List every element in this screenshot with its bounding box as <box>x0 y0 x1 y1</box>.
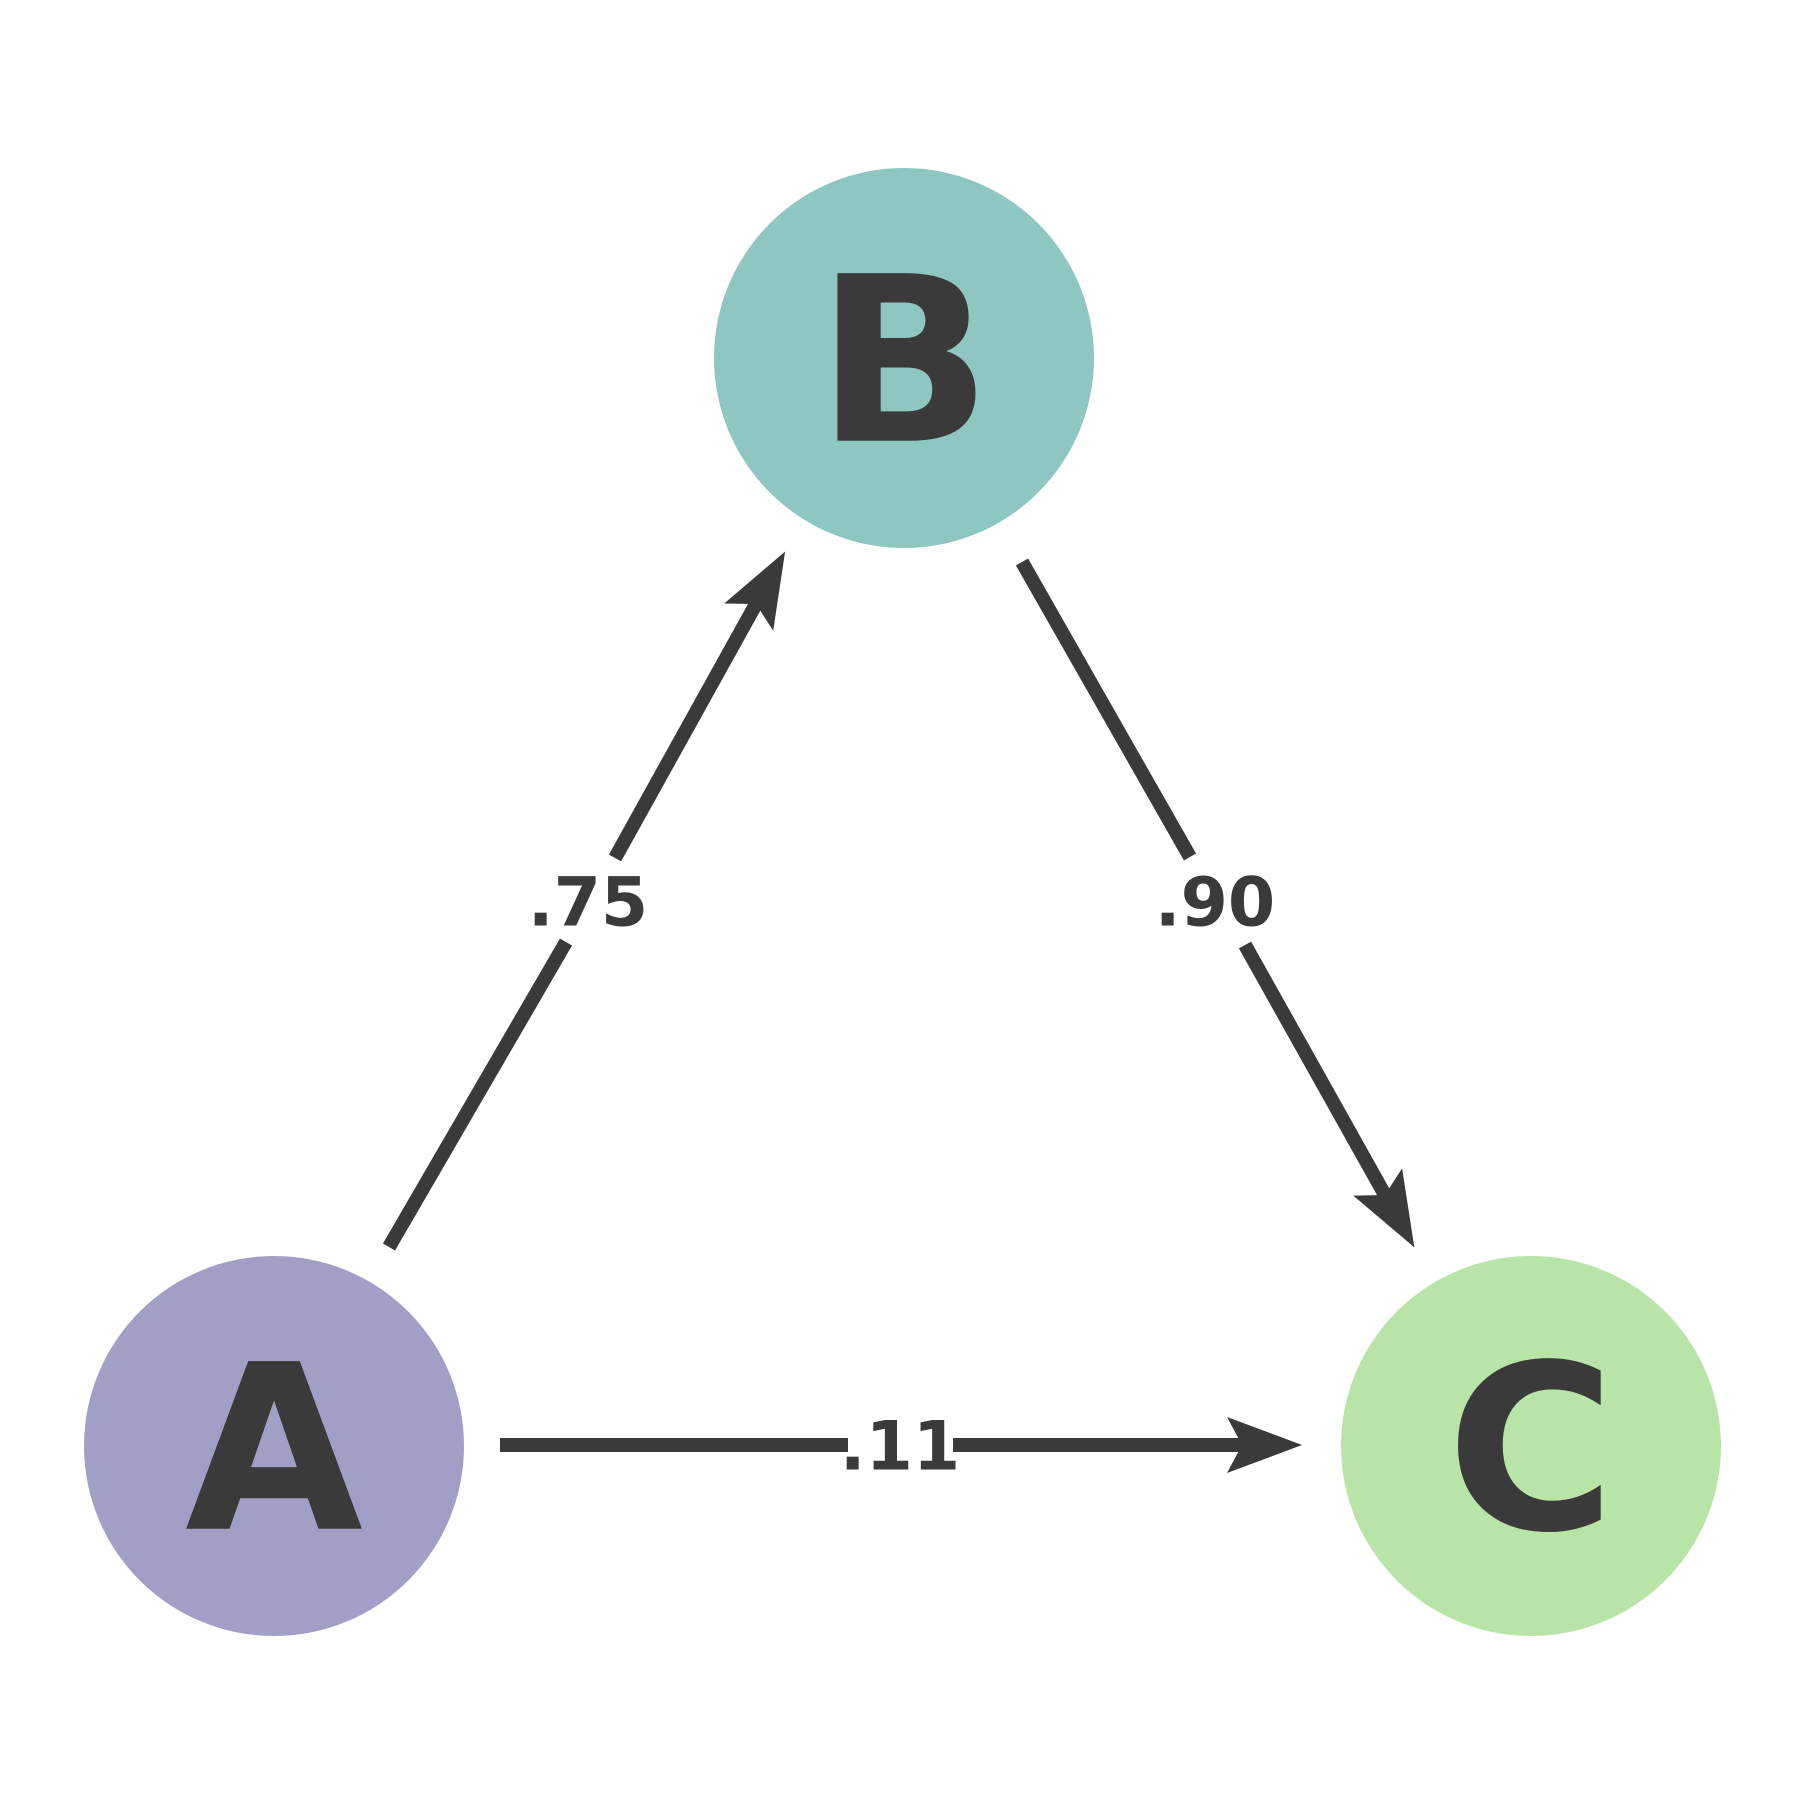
edge-a-b-line-lower <box>382 938 573 1251</box>
edge-a-c-weight-label: .11 <box>840 1407 960 1486</box>
node-a-label: A <box>185 1317 363 1584</box>
node-b-label: B <box>816 229 991 496</box>
edge-b-c-line-upper <box>1015 558 1197 861</box>
edge-b-c: .90 <box>1015 558 1415 1248</box>
node-b-circle <box>714 168 1094 548</box>
node-b: B <box>714 168 1094 548</box>
node-c: C <box>1341 1256 1721 1636</box>
node-c-label: C <box>1447 1317 1616 1584</box>
edge-a-b-line-upper <box>608 551 786 862</box>
node-a-circle <box>84 1256 464 1636</box>
node-a: A <box>84 1256 464 1636</box>
edge-a-b: .75 <box>382 551 786 1251</box>
edge-a-c: .11 <box>500 1407 1302 1486</box>
edge-b-c-line-lower <box>1238 941 1415 1248</box>
node-c-circle <box>1341 1256 1721 1636</box>
edge-b-c-weight-label: .90 <box>1155 863 1275 942</box>
edge-a-b-weight-label: .75 <box>528 863 648 942</box>
